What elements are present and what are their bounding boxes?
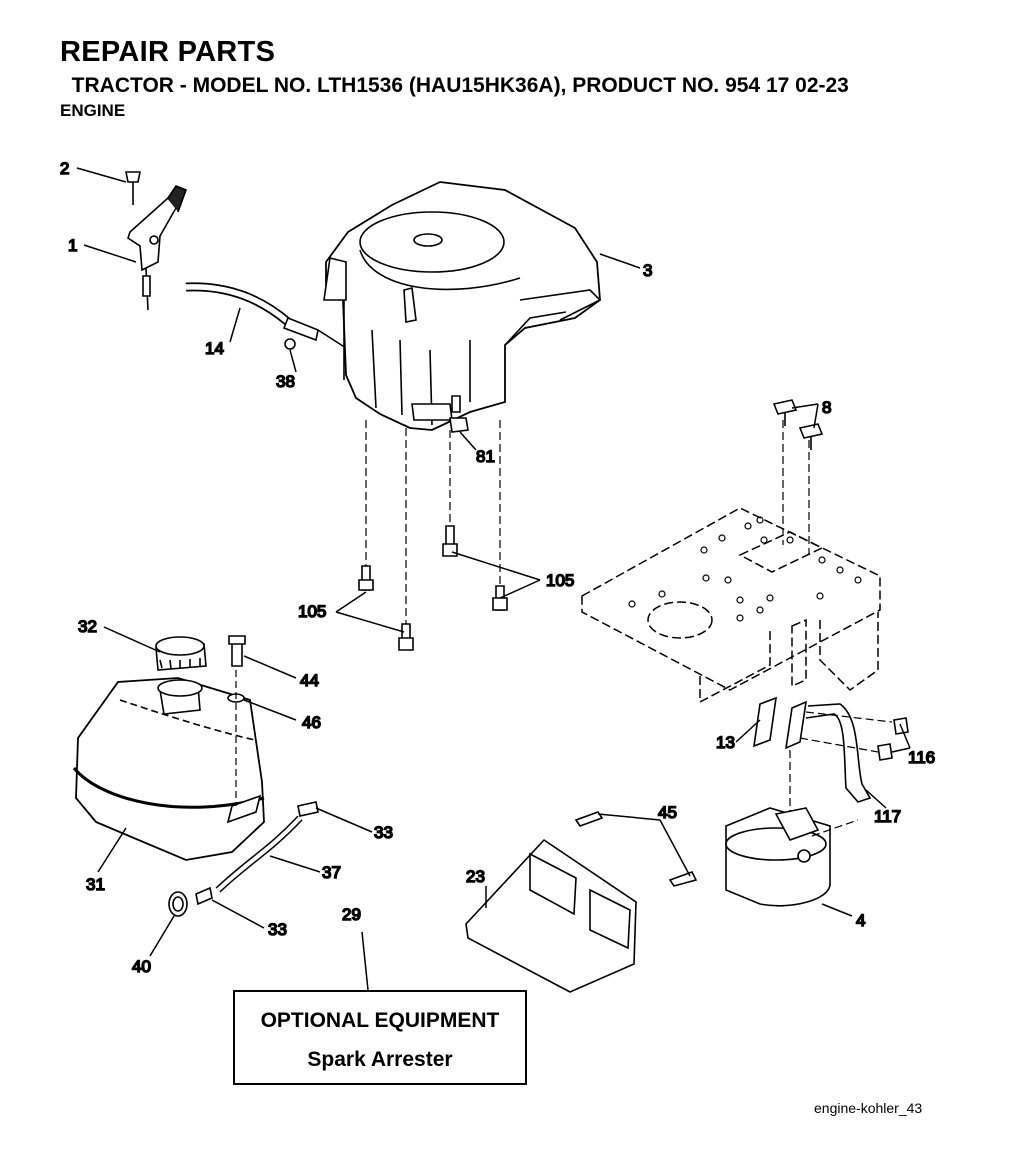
leader-lines: [76, 167, 911, 991]
callout-8: 8: [822, 398, 831, 417]
model-subtitle: TRACTOR - MODEL NO. LTH1536 (HAU15HK36A)…: [60, 74, 849, 97]
callout-33-lower: 33: [268, 920, 287, 939]
callout-2: 2: [60, 159, 69, 178]
optional-equipment-box: OPTIONAL EQUIPMENT Spark Arrester: [233, 990, 527, 1085]
fuel-cap: [155, 636, 207, 671]
callout-33-upper: 33: [374, 823, 393, 842]
nut-81: [449, 417, 469, 433]
diagram-reference: engine-kohler_43: [814, 1100, 923, 1116]
callout-45: 45: [658, 803, 677, 822]
knobs-8: [772, 399, 824, 450]
exhaust-assembly: [725, 696, 909, 907]
section-label: ENGINE: [60, 101, 126, 120]
callout-40: 40: [132, 957, 151, 976]
fuel-hose: [168, 801, 319, 917]
optional-equipment-title: OPTIONAL EQUIPMENT: [260, 1009, 500, 1032]
throttle-control: [125, 171, 188, 311]
tank-screw-washer: [227, 635, 246, 806]
callout-105-left: 105: [298, 602, 326, 621]
callout-32: 32: [78, 617, 97, 636]
callout-116: 116: [908, 748, 935, 767]
callout-13: 13: [716, 733, 735, 752]
callout-4: 4: [856, 911, 865, 930]
callout-37: 37: [322, 863, 341, 882]
callout-1: 1: [68, 236, 77, 255]
callout-31: 31: [86, 875, 105, 894]
callout-81: 81: [476, 447, 495, 466]
callout-29: 29: [342, 905, 361, 924]
callout-44: 44: [300, 671, 319, 690]
spark-arrester-screen: [465, 811, 698, 993]
fuel-tank: [72, 677, 265, 861]
callout-38: 38: [276, 372, 295, 391]
page-title: REPAIR PARTS: [60, 36, 276, 68]
optional-equipment-item: Spark Arrester: [307, 1048, 453, 1071]
alignment-lines: [365, 420, 810, 625]
callout-46: 46: [302, 713, 321, 732]
callout-105-right: 105: [546, 571, 574, 590]
callout-23: 23: [466, 867, 485, 886]
fuel-line: [185, 282, 347, 350]
frame-holes: [628, 516, 862, 622]
frame-plate: [581, 507, 881, 704]
engine: [323, 181, 602, 431]
exhaust-alignment: [789, 711, 893, 837]
callout-14: 14: [205, 339, 224, 358]
callout-3: 3: [643, 261, 652, 280]
callout-117: 117: [874, 807, 901, 826]
bolts-105: [358, 525, 508, 651]
